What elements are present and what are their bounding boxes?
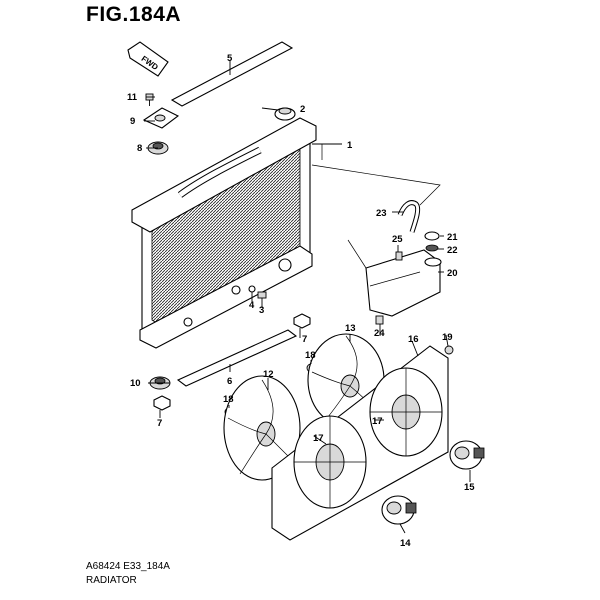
callout-17b: 17 xyxy=(372,416,383,427)
callout-14: 14 xyxy=(400,538,411,549)
callout-10: 10 xyxy=(130,378,141,389)
radiator-cap-2 xyxy=(274,107,296,121)
drawing-code: A68424 E33_184A xyxy=(86,561,170,572)
callout-7a: 7 xyxy=(302,334,307,345)
radiator-lower-seal xyxy=(176,329,298,387)
leader-lines xyxy=(144,61,471,534)
upper-bracket-9 xyxy=(142,107,180,129)
callout-6: 6 xyxy=(227,376,232,387)
reservoir-cap-21 xyxy=(424,231,440,241)
callout-9: 9 xyxy=(130,116,135,127)
clip-25 xyxy=(395,251,403,261)
callout-17a: 17 xyxy=(313,433,324,444)
grommet-19 xyxy=(444,345,454,355)
radiator-core xyxy=(131,117,317,349)
callout-11: 11 xyxy=(127,92,138,103)
fan-motor-15 xyxy=(449,440,485,470)
callout-4: 4 xyxy=(249,300,255,311)
callout-15: 15 xyxy=(464,482,475,493)
callout-5: 5 xyxy=(227,53,233,64)
reservoir-tank-20 xyxy=(365,249,442,317)
callout-3: 3 xyxy=(259,305,264,316)
figure-title: FIG.184A xyxy=(86,3,182,26)
callout-8: 8 xyxy=(137,143,142,154)
radiator-upper-seal xyxy=(170,41,294,107)
drain-o-ring-4 xyxy=(248,285,256,293)
lower-cushion-7b xyxy=(153,395,171,411)
fan-motor-14 xyxy=(381,495,417,525)
fan-blade-12 xyxy=(223,375,301,481)
callout-25: 25 xyxy=(392,234,403,245)
reservoir-seal-22 xyxy=(425,244,439,252)
callout-22: 22 xyxy=(447,245,458,256)
fwd-arrow-icon: FWD xyxy=(127,41,169,77)
lower-cushion-7a xyxy=(293,313,311,329)
callout-13: 13 xyxy=(345,323,356,334)
callout-21: 21 xyxy=(447,232,458,243)
fan-shroud-16 xyxy=(271,345,449,541)
callout-19: 19 xyxy=(442,332,453,343)
callout-2: 2 xyxy=(300,104,305,115)
callout-16: 16 xyxy=(408,334,419,345)
drain-plug-3 xyxy=(257,291,267,299)
callout-12: 12 xyxy=(263,369,274,380)
callout-23: 23 xyxy=(376,208,387,219)
callout-18b: 18 xyxy=(223,394,234,405)
callout-20: 20 xyxy=(447,268,458,279)
overflow-hose-23 xyxy=(397,200,421,233)
section-name: RADIATOR xyxy=(86,575,137,586)
callout-24: 24 xyxy=(374,328,385,339)
callout-labels: 1 2 3 4 5 6 7 7 8 9 10 11 12 13 14 15 16… xyxy=(127,53,475,549)
callout-18a: 18 xyxy=(305,350,316,361)
grommet-24 xyxy=(375,315,384,325)
bolt-11 xyxy=(145,93,154,106)
callout-7b: 7 xyxy=(157,418,162,429)
callout-1: 1 xyxy=(347,140,353,151)
